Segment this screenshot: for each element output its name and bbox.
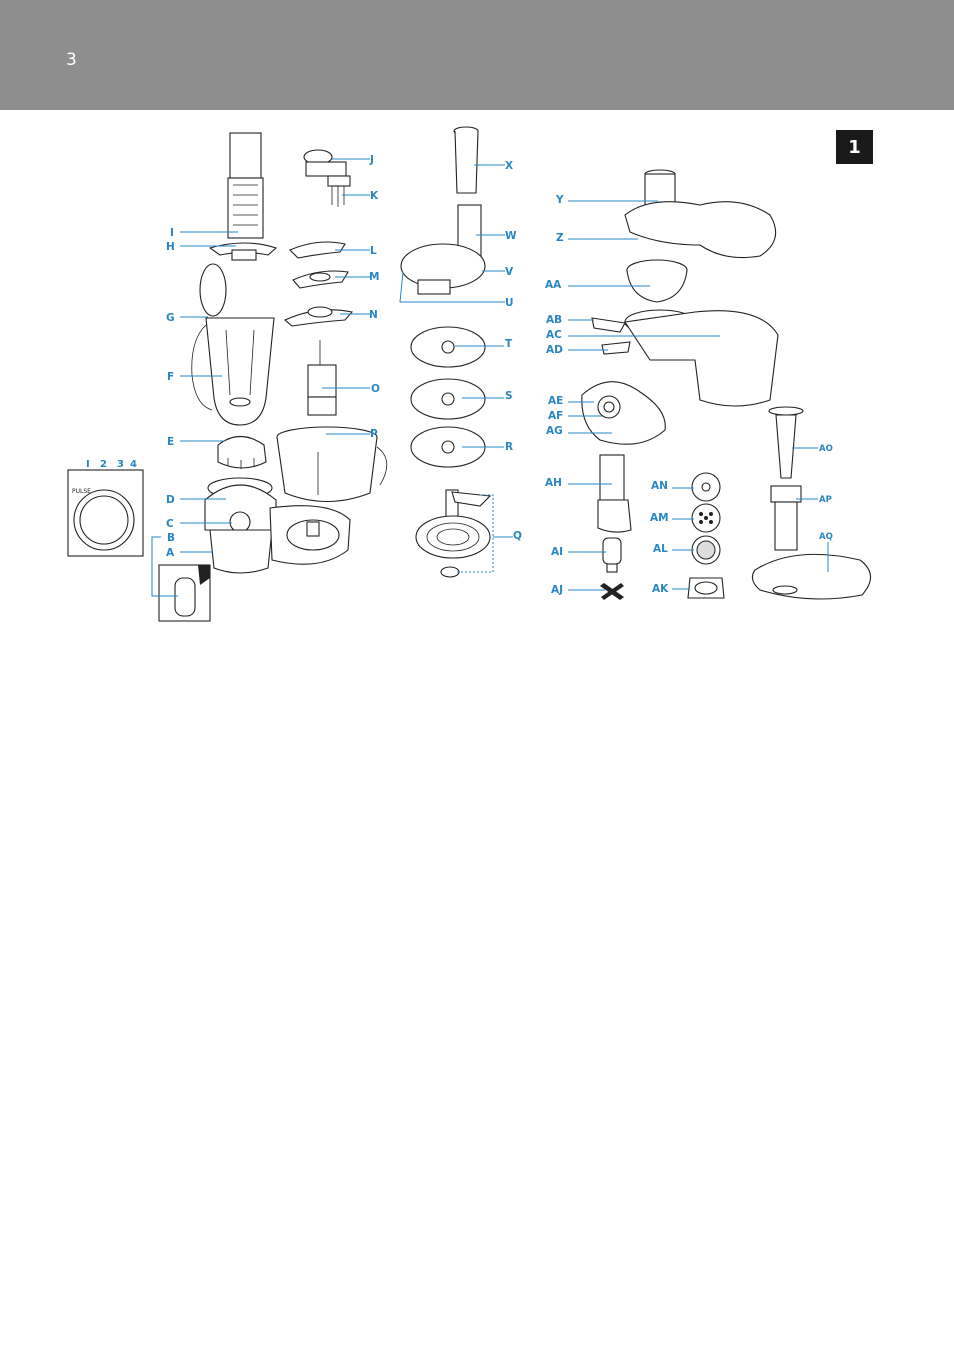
label-AN: AN: [651, 480, 668, 492]
dial-position-2: 2: [100, 459, 107, 470]
part-AO-nozzle: [768, 406, 804, 479]
label-AB: AB: [546, 314, 562, 326]
label-O: O: [371, 383, 380, 395]
label-AD: AD: [546, 344, 563, 356]
label-E: E: [167, 436, 174, 448]
part-AJ-cutter: [600, 583, 624, 600]
label-Y: Y: [555, 194, 564, 206]
part-A-motor-unit: [204, 477, 351, 574]
page-number: 3: [66, 50, 77, 70]
label-A: A: [166, 547, 175, 559]
label-AE: AE: [548, 395, 563, 407]
label-AI: AI: [551, 546, 563, 558]
part-K-whisk: [327, 175, 351, 207]
part-AC-juicer-bowl: [591, 309, 779, 407]
header-bar: 3: [0, 0, 954, 110]
label-AH: AH: [545, 477, 562, 489]
label-AP: AP: [819, 495, 832, 505]
label-H: H: [166, 241, 175, 253]
part-J-chopper-top: [303, 149, 347, 177]
label-R: R: [505, 441, 513, 453]
label-B: B: [167, 532, 175, 544]
part-O-mill: [307, 340, 337, 416]
part-AM-disc: [691, 503, 721, 533]
label-AO: AO: [819, 444, 833, 454]
label-G: G: [166, 312, 175, 324]
part-Z-lid: [624, 201, 777, 259]
speed-dial-inset: PULSE: [67, 469, 144, 557]
label-AA: AA: [545, 279, 562, 291]
leader-lines: [151, 158, 829, 597]
part-I-filter: [227, 132, 264, 239]
label-Z: Z: [556, 232, 564, 244]
label-X: X: [505, 160, 513, 172]
label-C: C: [166, 518, 174, 530]
part-P-bowl: [276, 426, 388, 503]
label-AC: AC: [546, 329, 562, 341]
label-K: K: [370, 190, 379, 202]
part-labels: I H G F E D C B A J K L M N O P X W V U …: [166, 154, 833, 596]
dial-position-3: 3: [117, 459, 124, 470]
label-M: M: [369, 271, 379, 283]
part-AI-screw: [602, 537, 622, 573]
label-F: F: [167, 371, 174, 383]
part-T-disc: [410, 326, 486, 368]
part-AP-attachment: [770, 485, 802, 551]
label-U: U: [505, 297, 514, 309]
label-AL: AL: [653, 543, 668, 555]
label-J: J: [369, 154, 374, 166]
part-AN-disc: [691, 472, 721, 502]
label-AJ: AJ: [551, 584, 563, 596]
part-N-blade: [283, 306, 354, 327]
dial-pulse-text: PULSE: [72, 488, 91, 495]
label-T: T: [505, 338, 513, 350]
part-F-blender-jar: [191, 263, 275, 426]
label-N: N: [369, 309, 378, 321]
part-X-pusher: [453, 126, 479, 194]
label-S: S: [505, 390, 513, 402]
label-D: D: [166, 494, 175, 506]
figure-number-badge: 1: [836, 130, 873, 164]
label-W: W: [505, 230, 517, 242]
label-P: P: [370, 428, 378, 440]
part-AH-feeder: [597, 454, 632, 533]
part-AQ-tray: [751, 553, 872, 600]
part-E-coupling: [217, 435, 267, 469]
part-S-disc: [410, 378, 486, 420]
part-AL-disc: [691, 535, 721, 565]
label-V: V: [505, 266, 514, 278]
part-B-cord-storage: [158, 564, 211, 622]
part-AA-sieve: [626, 259, 688, 303]
label-AF: AF: [548, 410, 563, 422]
label-AQ: AQ: [819, 532, 833, 542]
dial-position-1: I: [86, 459, 90, 470]
part-AK-ring: [687, 577, 725, 599]
part-V-lid: [400, 204, 486, 295]
part-M-blade: [292, 270, 349, 289]
label-AG: AG: [546, 425, 563, 437]
part-Q-disc-holder: [415, 489, 494, 578]
label-I: I: [170, 227, 174, 239]
label-AK: AK: [652, 583, 669, 595]
label-Q: Q: [513, 530, 522, 542]
label-AM: AM: [650, 512, 669, 524]
dial-position-4: 4: [130, 459, 137, 470]
part-AG-mincer-body: [581, 381, 666, 445]
part-L-blade: [289, 241, 346, 259]
label-L: L: [370, 245, 377, 257]
